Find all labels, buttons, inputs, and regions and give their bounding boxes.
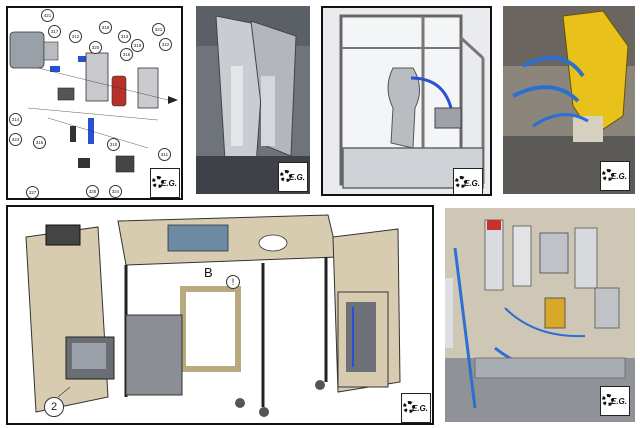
label-2: 2 [44, 397, 64, 417]
callout-323: 323 [9, 133, 22, 146]
logo-text: E.G. [412, 404, 429, 413]
callout-320: 320 [89, 41, 102, 54]
robot-enclosure-panel: E.G. [321, 6, 492, 196]
cabinet-assembly-drawing [25, 214, 401, 417]
gear-icon [152, 176, 164, 188]
gear-icon [280, 170, 292, 182]
robot-enclosure-render [323, 8, 490, 194]
callout-319: 319 [131, 39, 144, 52]
logo-text: E.G. [611, 397, 628, 406]
callout-325: 325 [86, 185, 99, 198]
callout-310: 310 [107, 138, 120, 151]
logo-text: E.G. [289, 173, 306, 182]
callout-312: 312 [69, 30, 82, 43]
callout-315: 315 [33, 136, 46, 149]
gripper-photo-panel: E.G. [196, 6, 310, 194]
gear-icon [602, 394, 614, 406]
gripper-drawing [9, 31, 178, 173]
callout-327: 327 [26, 186, 39, 198]
callout-322: 322 [159, 38, 172, 51]
eg-logo: E.G. [600, 386, 630, 416]
callout-318: 318 [99, 21, 112, 34]
callout-317: 317 [48, 25, 61, 38]
gear-icon [403, 401, 415, 413]
callout-421: 421 [41, 9, 54, 22]
eg-logo: E.G. [600, 161, 630, 191]
callout-313: 313 [118, 30, 131, 43]
label-marker: ! [226, 275, 240, 289]
logo-text: E.G. [464, 179, 481, 188]
eg-logo: E.G. [150, 168, 180, 198]
callout-324: 324 [109, 185, 122, 198]
eg-logo: E.G. [278, 162, 308, 192]
eg-logo: E.G. [401, 393, 431, 423]
label-b: B [204, 265, 213, 280]
eg-logo: E.G. [453, 168, 483, 194]
gear-icon [455, 176, 467, 188]
gear-icon [602, 169, 614, 181]
pneumatic-panel-photo: E.G. [445, 208, 635, 422]
callout-314: 314 [9, 113, 22, 126]
cabinet-assembly-panel: B ! 2 E.G. [6, 205, 434, 425]
logo-text: E.G. [161, 179, 178, 188]
yellow-robot-photo-panel: E.G. [503, 6, 635, 194]
callout-321: 321 [152, 23, 165, 36]
logo-text: E.G. [611, 172, 628, 181]
callout-311: 311 [158, 148, 171, 161]
callout-316: 316 [120, 48, 133, 61]
exploded-gripper-panel: 421 317 312 318 320 313 319 316 321 322 … [6, 6, 183, 200]
